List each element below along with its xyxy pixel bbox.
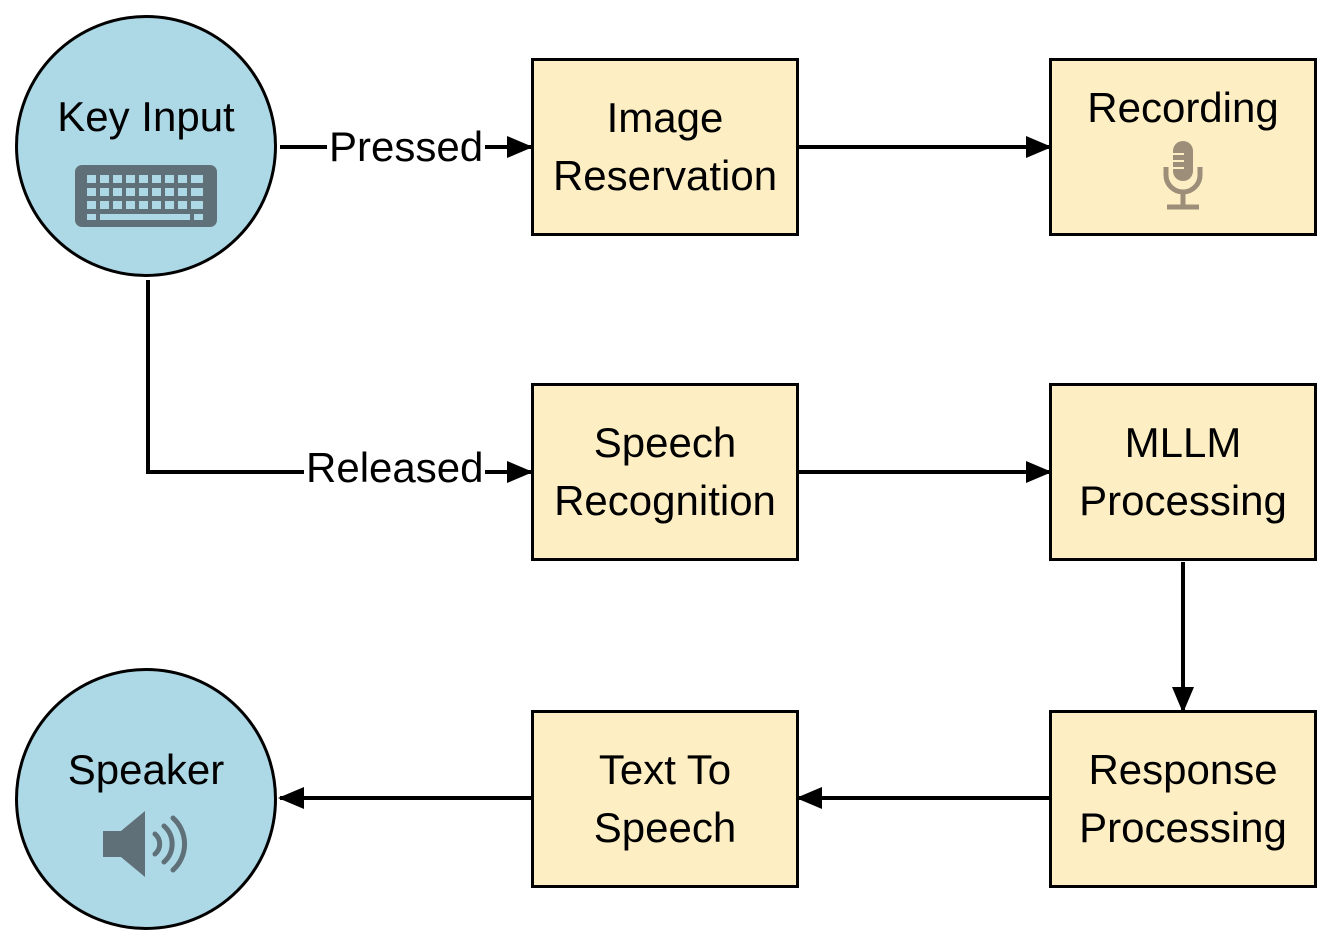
speaker-node: Speaker [15,668,277,930]
response-processing-line-1: Response [1088,746,1278,793]
response-processing-node: Response Processing [1049,710,1317,888]
edge-label-pressed: Pressed [327,123,486,170]
key-input-label: Key Input [57,93,235,140]
speech-recognition-line-1: Speech [593,419,737,466]
microphone-icon [1160,139,1206,216]
image-reservation-line-2: Reservation [552,152,778,199]
mllm-processing-node: MLLM Processing [1049,383,1317,561]
mllm-processing-line-1: MLLM [1124,419,1242,466]
edge-label-released: Released [304,444,486,491]
mllm-processing-line-2: Processing [1079,477,1287,524]
speech-recognition-node: Speech Recognition [531,383,799,561]
response-processing-line-2: Processing [1079,804,1287,851]
image-reservation-node: Image Reservation [531,58,799,236]
speaker-icon [103,809,189,884]
keyboard-icon [75,165,217,232]
recording-label: Recording [1087,83,1279,131]
recording-node: Recording [1049,58,1317,236]
text-to-speech-node: Text To Speech [531,710,799,888]
key-input-node: Key Input [15,15,277,277]
speaker-label: Speaker [67,746,225,793]
speech-recognition-line-2: Recognition [554,477,776,524]
text-to-speech-line-2: Speech [593,804,737,851]
text-to-speech-line-1: Text To [598,746,732,793]
image-reservation-line-1: Image [606,94,724,141]
